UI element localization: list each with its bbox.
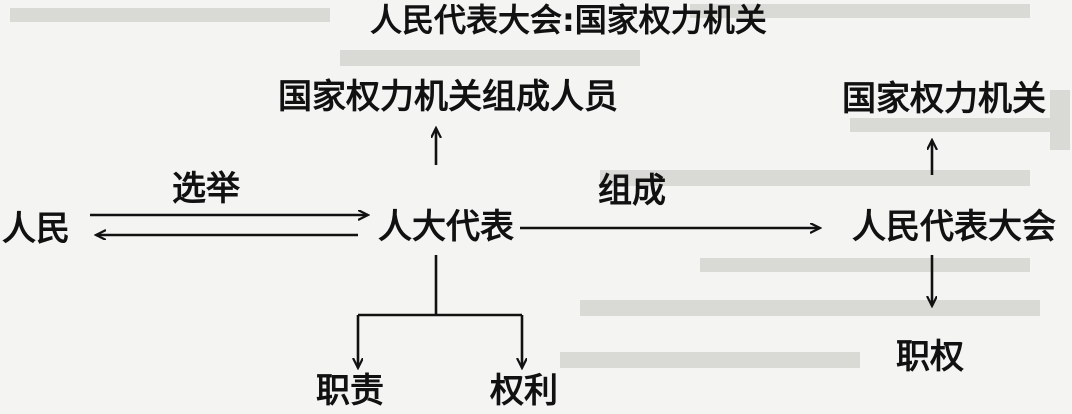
edge-label-compose: 组成 [598,171,666,211]
node-people: 人民 [2,209,70,249]
node-npc-deputies: 人大代表 [378,207,514,247]
diagram-title: 人民代表大会:国家权力机关 [370,1,767,39]
node-rights: 权利 [490,371,558,411]
edge-label-elect: 选举 [172,169,240,209]
node-state-power-organ: 国家权力机关 [842,79,1046,119]
node-powers: 职权 [896,337,964,377]
node-duties: 职责 [316,371,384,411]
node-npc: 人民代表大会 [852,207,1056,247]
node-state-power-organ-members: 国家权力机关组成人员 [278,77,618,117]
